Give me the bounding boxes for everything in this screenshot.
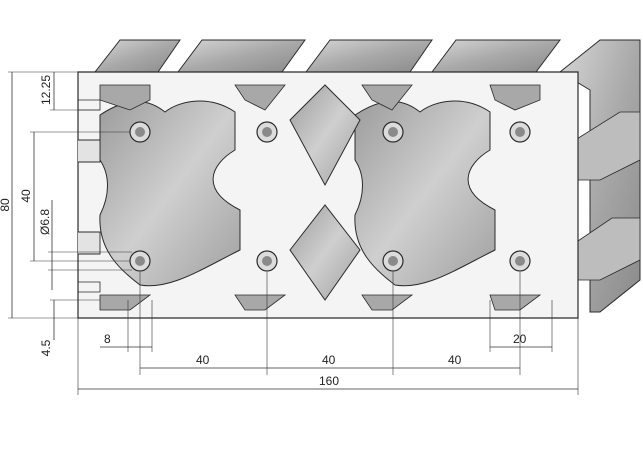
core-hole <box>515 127 525 137</box>
dim-label-40-c: 40 <box>448 353 462 367</box>
dim-label-160: 160 <box>319 374 339 388</box>
dim-label-12-25: 12.25 <box>39 75 53 105</box>
core-hole <box>388 256 398 266</box>
core-hole <box>262 256 272 266</box>
core-hole <box>262 127 272 137</box>
dim-label-8: 8 <box>104 332 111 346</box>
core-hole <box>135 127 145 137</box>
dim-label-40-vertical: 40 <box>19 189 33 203</box>
vertical-dimensions: 80 40 Ø6.8 12.25 4.5 <box>0 71 132 356</box>
core-hole <box>515 256 525 266</box>
dim-label-hole-diameter: Ø6.8 <box>38 209 52 235</box>
dim-label-40-b: 40 <box>322 353 336 367</box>
dim-label-40-a: 40 <box>196 353 210 367</box>
profile-cavities <box>99 84 542 311</box>
dim-label-4-5: 4.5 <box>39 339 53 356</box>
left-slot-grooves <box>78 99 101 293</box>
dim-label-20: 20 <box>513 332 527 346</box>
core-hole <box>135 256 145 266</box>
dim-label-80: 80 <box>0 198 12 212</box>
horizontal-dimensions: 8 20 40 40 40 160 <box>77 272 579 395</box>
core-hole <box>388 127 398 137</box>
core-holes <box>129 121 531 272</box>
